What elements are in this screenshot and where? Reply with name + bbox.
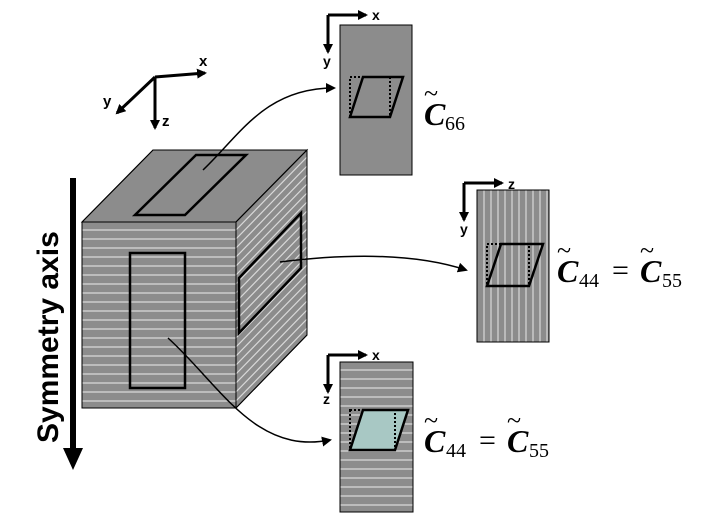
cube-layer-line bbox=[236, 282, 307, 357]
panel-bottom: x z ~ C 44 = ~ C 55 bbox=[323, 347, 549, 513]
cube-layer-line bbox=[236, 174, 307, 249]
c66-tilde: ~ bbox=[424, 79, 438, 108]
cube-layer-line bbox=[236, 156, 307, 231]
panel-bottom-sheared-shape bbox=[348, 408, 410, 452]
mid-c55-symbol: C bbox=[640, 253, 662, 289]
panel-bottom-highlight-fill bbox=[350, 410, 408, 450]
cube-side-layer-lines bbox=[236, 156, 307, 402]
cube-front-layer-lines bbox=[82, 229, 236, 402]
mid-c44-subscript: 44 bbox=[579, 270, 599, 292]
main-y-label: y bbox=[103, 93, 112, 110]
symmetry-axis-arrowhead bbox=[63, 448, 83, 470]
cube-layer-line bbox=[236, 183, 307, 258]
cube-outline bbox=[81, 149, 308, 409]
c66-symbol: C bbox=[424, 96, 446, 132]
label-c44-c55-bottom: ~ C 44 = ~ C 55 bbox=[424, 406, 549, 462]
panel-top: x y ~ C 66 bbox=[323, 7, 465, 176]
panel-middle-border bbox=[476, 189, 550, 343]
bot-c55-symbol: C bbox=[507, 423, 529, 459]
connecting-arrows bbox=[167, 83, 468, 447]
front-sample-window bbox=[128, 251, 187, 390]
label-c66: ~ C 66 bbox=[424, 79, 465, 135]
mid-c55-subscript: 55 bbox=[662, 270, 682, 292]
panel-middle-h-label: z bbox=[508, 176, 515, 192]
main-y-axis-arrow bbox=[115, 75, 157, 115]
symmetry-axis-label: Symmetry axis bbox=[32, 231, 65, 443]
bot-c44-tilde: ~ bbox=[424, 406, 438, 435]
panel-top-box bbox=[339, 24, 413, 176]
cube-layer-line bbox=[236, 237, 307, 312]
cube-layer-line bbox=[236, 264, 307, 339]
layered-cube bbox=[80, 148, 309, 410]
cube-layer-line bbox=[236, 255, 307, 330]
mid-c55-tilde: ~ bbox=[640, 236, 654, 265]
main-z-label: z bbox=[162, 113, 170, 130]
bot-c55-tilde: ~ bbox=[507, 406, 521, 435]
bot-c44-symbol: C bbox=[424, 423, 446, 459]
cube-layer-line bbox=[236, 309, 307, 384]
bot-c44-subscript: 44 bbox=[446, 440, 466, 462]
bot-equals: = bbox=[479, 424, 496, 457]
cube-layer-line bbox=[236, 246, 307, 321]
cube-edge-side-top bbox=[235, 149, 308, 223]
top-sample-window bbox=[131, 153, 250, 217]
panel-bottom-border bbox=[339, 361, 414, 513]
mid-equals: = bbox=[612, 254, 629, 287]
panel-bottom-v-label: z bbox=[323, 391, 330, 407]
panel-bottom-undeformed-square bbox=[349, 409, 396, 451]
label-c44-c55-middle: ~ C 44 = ~ C 55 bbox=[557, 236, 682, 292]
arrow-to-top-panel bbox=[202, 83, 336, 171]
cube-layer-line bbox=[236, 201, 307, 276]
symmetry-axis: Symmetry axis bbox=[32, 178, 83, 470]
c66-subscript: 66 bbox=[445, 113, 465, 135]
arrow-to-bottom-panel bbox=[167, 337, 332, 447]
cube-layer-line bbox=[236, 273, 307, 348]
cube-layer-line bbox=[236, 300, 307, 375]
cube-layer-line bbox=[236, 210, 307, 285]
cube-layer-line bbox=[236, 165, 307, 240]
panel-top-h-label: x bbox=[372, 7, 380, 23]
cube-layer-line bbox=[236, 228, 307, 303]
main-x-axis-arrow bbox=[154, 68, 207, 79]
panel-middle-box bbox=[476, 189, 550, 343]
panel-middle-sheared-shape bbox=[485, 242, 545, 288]
panel-top-v-label: y bbox=[323, 53, 331, 69]
mid-c44-tilde: ~ bbox=[557, 236, 571, 265]
cube-layer-line bbox=[236, 327, 307, 402]
arrow-to-middle-panel bbox=[279, 255, 468, 273]
panel-middle-v-label: y bbox=[460, 221, 468, 237]
cube-layer-line bbox=[236, 219, 307, 294]
cube-front-face bbox=[81, 221, 237, 409]
main-x-label: x bbox=[199, 53, 208, 70]
panel-top-sheared-shape bbox=[348, 75, 405, 119]
side-sample-window bbox=[237, 209, 303, 337]
cube-layer-line bbox=[236, 291, 307, 366]
cube-layer-line bbox=[236, 192, 307, 267]
mid-c44-symbol: C bbox=[557, 253, 579, 289]
cube-layer-line bbox=[236, 318, 307, 393]
bot-c55-subscript: 55 bbox=[529, 440, 549, 462]
main-axes-triad: x y z bbox=[103, 53, 208, 130]
panel-bottom-h-label: x bbox=[372, 347, 380, 363]
panel-middle: z y ~ C 44 = ~ C 55 bbox=[459, 176, 682, 343]
panel-middle-layer-lines bbox=[483, 190, 548, 342]
